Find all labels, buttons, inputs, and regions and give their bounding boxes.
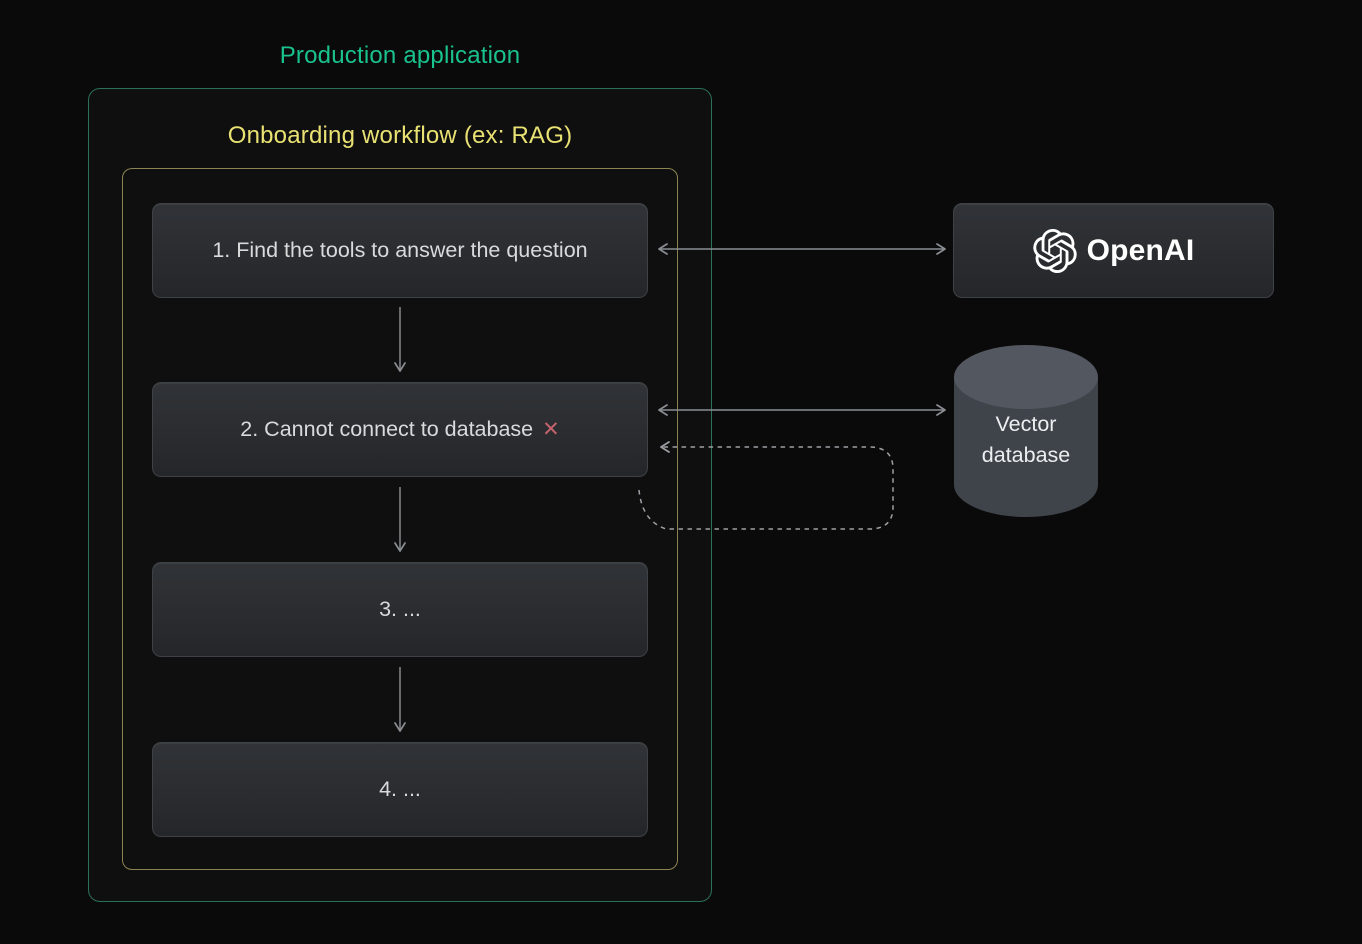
workflow-step-2: 2. Cannot connect to database ✕ — [152, 382, 648, 477]
step-1-label: 1. Find the tools to answer the question — [212, 238, 588, 262]
workflow-label: Onboarding workflow (ex: RAG) — [227, 122, 573, 149]
openai-node: OpenAI — [953, 203, 1274, 298]
step-2-label: 2. Cannot connect to database — [240, 417, 534, 441]
vector-db-label: Vector database — [954, 409, 1098, 471]
workflow-step-3: 3. ... — [152, 562, 648, 657]
cylinder-top — [954, 345, 1098, 409]
vector-db-label-line1: Vector — [995, 412, 1057, 436]
production-app-label: Production application — [279, 42, 521, 69]
vector-database-node: Vector database — [954, 345, 1098, 517]
openai-label: OpenAI — [1086, 233, 1195, 267]
step-3-label: 3. ... — [379, 597, 421, 621]
workflow-step-1: 1. Find the tools to answer the question — [152, 203, 648, 298]
openai-logo-icon — [1032, 228, 1077, 273]
workflow-step-4: 4. ... — [152, 742, 648, 837]
error-x-icon: ✕ — [542, 418, 560, 441]
vector-db-label-line2: database — [981, 443, 1071, 467]
step-4-label: 4. ... — [379, 777, 421, 801]
